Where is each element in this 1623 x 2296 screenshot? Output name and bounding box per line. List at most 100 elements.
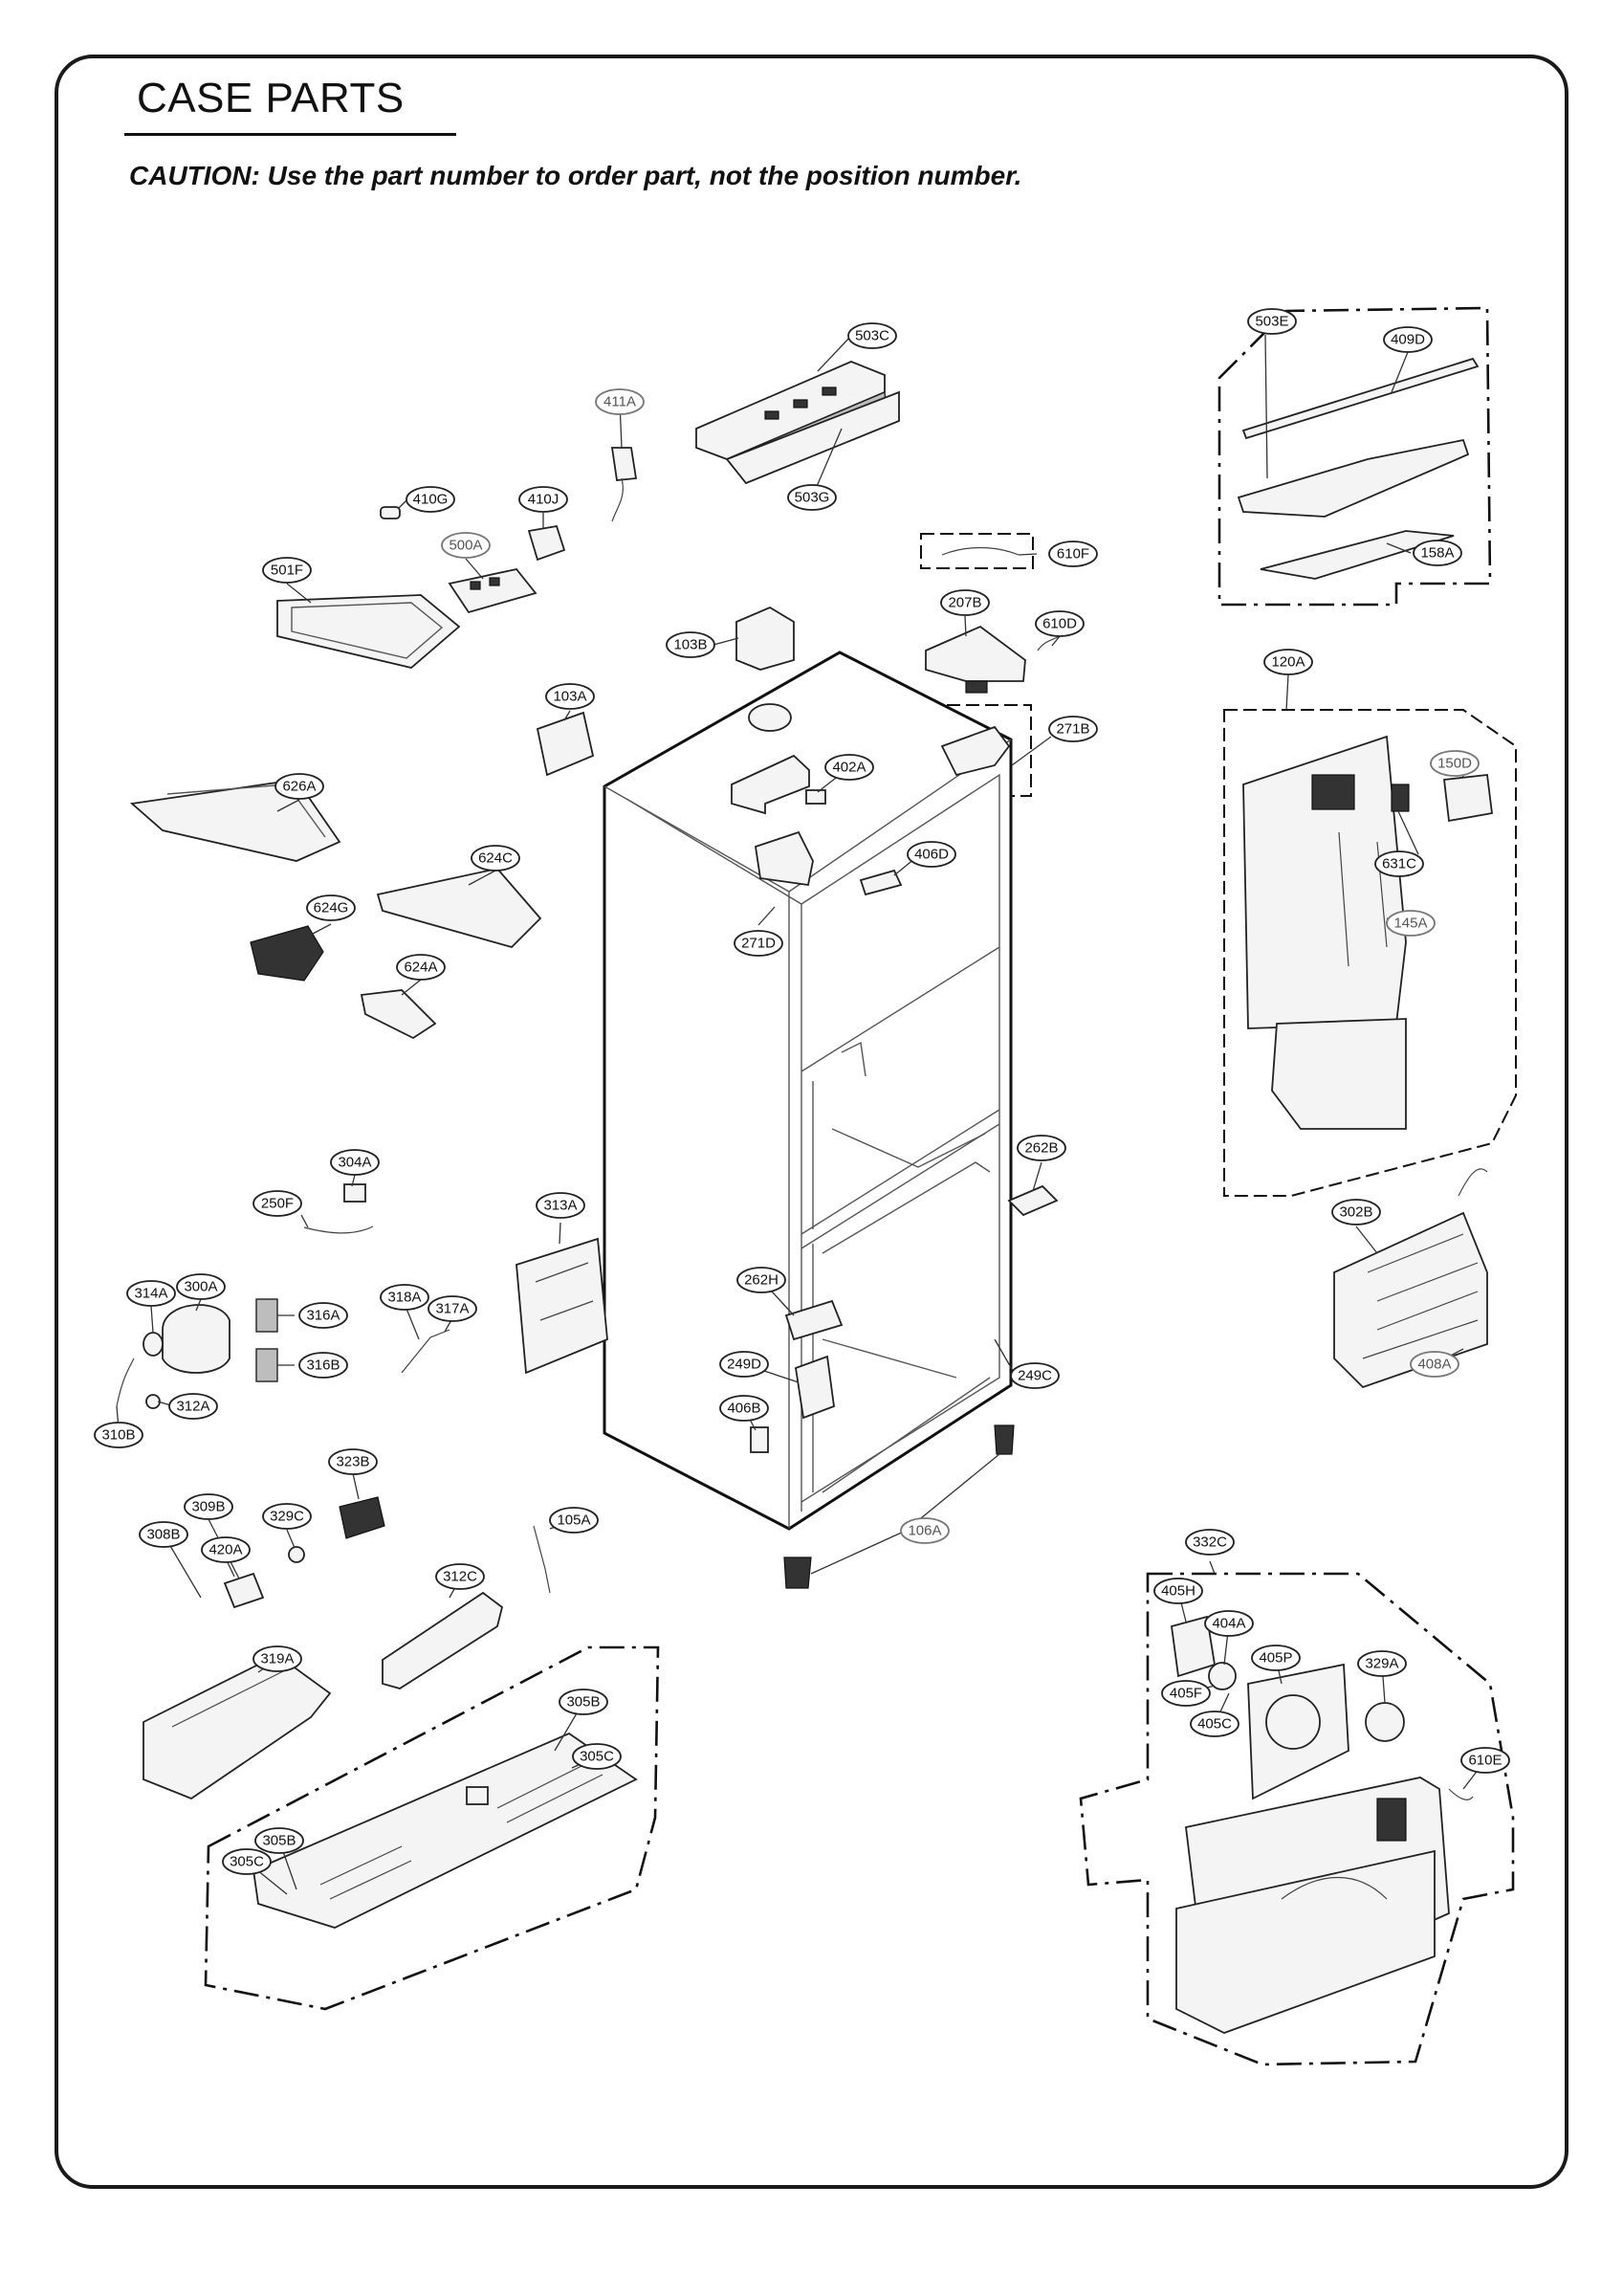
cabinet-assembly	[603, 651, 1013, 1531]
position-label-309b: 309B	[184, 1493, 233, 1520]
label-text: 312A	[176, 1399, 209, 1415]
position-label-158a: 158A	[1413, 540, 1462, 566]
part-304A-relay	[343, 1183, 366, 1203]
label-bubble	[428, 1295, 477, 1322]
label-text: 318A	[387, 1290, 421, 1306]
label-bubble	[536, 1192, 585, 1219]
part-406B-cap	[750, 1426, 769, 1453]
part-106A-leveling-leg-right	[994, 1424, 1015, 1455]
label-text: 405F	[1170, 1686, 1202, 1702]
part-312A-grommet	[145, 1394, 161, 1409]
part-402A-plug	[805, 789, 826, 805]
label-text: 317A	[435, 1301, 469, 1317]
label-text: 309B	[191, 1499, 225, 1515]
group-outline-271B	[927, 704, 1032, 797]
position-label-405f: 405F	[1161, 1680, 1211, 1707]
part-624G-gear	[250, 925, 324, 982]
label-bubble	[1374, 850, 1424, 877]
label-bubble	[719, 1351, 769, 1378]
label-bubble	[572, 1743, 622, 1770]
part-302B-evaporator	[1333, 1168, 1488, 1389]
position-label-300a: 300A	[176, 1273, 226, 1300]
position-label-405h: 405H	[1153, 1578, 1203, 1604]
label-text: 271B	[1056, 721, 1089, 738]
label-bubble	[471, 845, 520, 872]
position-label-405p: 405P	[1251, 1645, 1301, 1671]
part-262H-hinge	[784, 1299, 844, 1341]
label-text: 314A	[134, 1286, 167, 1302]
position-label-250f: 250F	[252, 1190, 302, 1217]
part-120A-back-panel	[1242, 735, 1493, 1130]
label-text: 305C	[230, 1854, 264, 1870]
label-text: 420A	[208, 1542, 242, 1558]
label-text: 106A	[908, 1523, 941, 1539]
label-text: 406B	[727, 1401, 760, 1417]
label-text: 120A	[1271, 654, 1305, 671]
part-329C-clip	[288, 1546, 305, 1563]
label-bubble	[824, 754, 874, 781]
page-title: CASE PARTS	[137, 75, 405, 121]
position-label-310b: 310B	[94, 1422, 143, 1448]
label-bubble	[441, 532, 491, 559]
label-text: 332C	[1193, 1534, 1227, 1551]
position-label-411a: 411A	[595, 388, 645, 415]
position-label-305b: 305B	[559, 1689, 608, 1715]
label-text: 329A	[1365, 1656, 1398, 1672]
label-text: 500A	[449, 538, 482, 554]
part-610F-harness	[941, 546, 1020, 556]
group-outline-machine-base	[204, 1645, 660, 2011]
position-label-610e: 610E	[1460, 1747, 1510, 1774]
position-label-312a: 312A	[168, 1393, 218, 1420]
part-501F-tray	[276, 594, 461, 669]
title-underline	[124, 133, 456, 136]
label-bubble	[1413, 540, 1462, 566]
part-249D-bracket	[794, 1355, 835, 1420]
label-bubble	[1161, 1680, 1211, 1707]
label-text: 624G	[314, 900, 349, 916]
label-text: 503C	[855, 328, 889, 344]
position-label-316b: 316B	[298, 1352, 348, 1379]
label-bubble	[1251, 1645, 1301, 1671]
label-bubble	[940, 589, 990, 616]
position-label-410g: 410G	[406, 486, 455, 513]
label-text: 410G	[413, 492, 449, 508]
part-271D-hinge	[754, 830, 814, 887]
part-105A-lamp	[533, 1525, 551, 1594]
label-bubble	[545, 683, 595, 710]
label-text: 610F	[1057, 546, 1089, 563]
position-label-408a: 408A	[1410, 1351, 1459, 1378]
label-text: 411A	[603, 394, 636, 410]
part-106A-leveling-leg-left	[783, 1556, 812, 1589]
position-label-305c: 305C	[572, 1743, 622, 1770]
label-text: 103A	[553, 689, 586, 705]
part-626A-ice-tray	[129, 779, 341, 862]
part-310B-tube	[116, 1358, 135, 1407]
part-318A-valve	[401, 1329, 450, 1374]
group-outline-610F	[920, 533, 1034, 569]
position-label-249d: 249D	[719, 1351, 769, 1378]
position-label-120a: 120A	[1263, 649, 1313, 675]
position-label-271d: 271D	[734, 930, 783, 957]
position-label-262h: 262H	[736, 1267, 786, 1293]
position-label-312c: 312C	[435, 1563, 485, 1590]
label-bubble	[254, 1827, 304, 1854]
label-text: 249D	[727, 1357, 761, 1373]
part-409D-bar	[1241, 357, 1480, 440]
label-text: 305B	[262, 1833, 296, 1849]
label-bubble	[139, 1521, 188, 1548]
label-bubble	[330, 1149, 380, 1176]
group-outline-fan-assembly	[1079, 1572, 1515, 2066]
label-bubble	[1017, 1135, 1066, 1161]
position-label-302b: 302B	[1331, 1199, 1381, 1225]
label-bubble	[549, 1507, 599, 1534]
position-label-103b: 103B	[666, 631, 715, 658]
position-label-624c: 624C	[471, 845, 520, 872]
position-label-317a: 317A	[428, 1295, 477, 1322]
label-text: 207B	[948, 595, 981, 611]
position-label-316a: 316A	[298, 1302, 348, 1329]
position-label-409d: 409D	[1383, 326, 1433, 353]
label-bubble	[666, 631, 715, 658]
part-411A-wire	[610, 447, 638, 522]
label-bubble	[201, 1536, 251, 1563]
